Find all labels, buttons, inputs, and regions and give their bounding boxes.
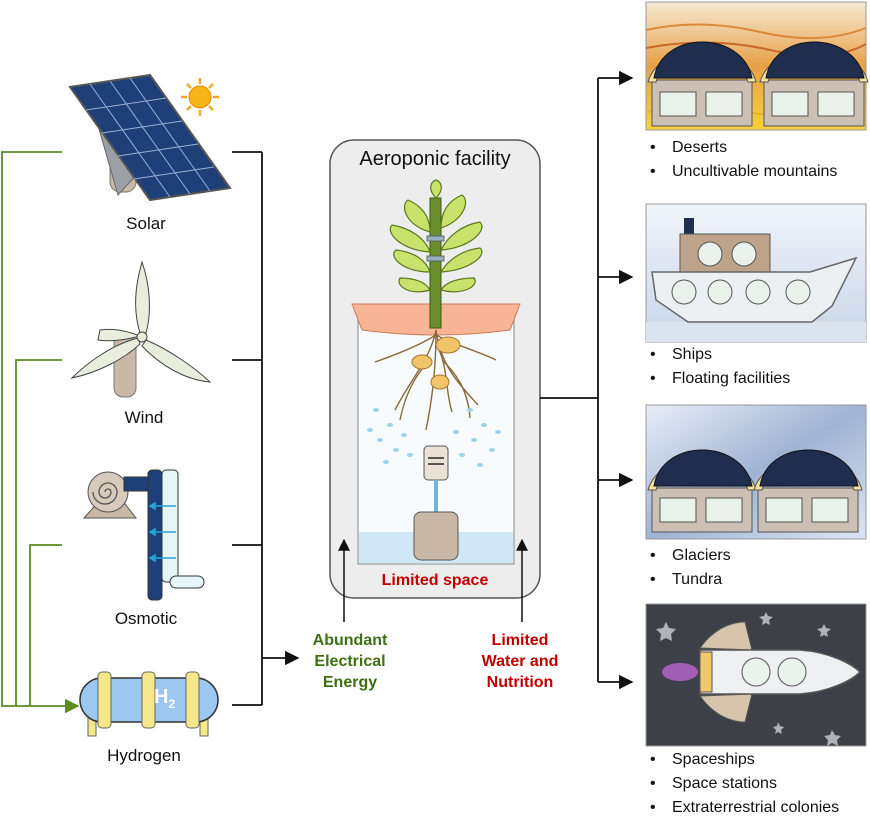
energy-label-line-3: Energy xyxy=(322,674,378,691)
hydrogen-tank-icon xyxy=(79,671,219,737)
solar-panel-icon xyxy=(68,73,232,202)
hydrogen-symbol: H2 xyxy=(154,686,175,711)
spaceship-icon xyxy=(645,603,867,747)
water-label-line-1: Limited xyxy=(491,632,549,649)
sun-icon xyxy=(181,78,219,116)
wind-turbine-icon xyxy=(70,260,212,398)
destination-item: Tundra xyxy=(650,568,731,592)
nozzle-pump-icon xyxy=(413,445,459,561)
energy-label-line-2: Electrical xyxy=(314,653,386,670)
destination-list-desert: Deserts Uncultivable mountains xyxy=(648,136,837,184)
hydrogen-symbol-main: H xyxy=(154,686,169,708)
energy-input-label: Abundant Electrical Energy xyxy=(290,630,410,693)
osmotic-unit-icon xyxy=(82,469,205,601)
destination-list-ship: Ships Floating facilities xyxy=(648,343,790,391)
destination-item: Uncultivable mountains xyxy=(650,160,837,184)
water-input-label: Limited Water and Nutrition xyxy=(460,630,580,693)
water-label-line-3: Nutrition xyxy=(486,674,554,691)
source-label-osmotic: Osmotic xyxy=(114,609,178,628)
desert-greenhouse-icon xyxy=(645,1,869,131)
ship-icon xyxy=(645,203,867,343)
water-label-line-2: Water and xyxy=(481,653,559,670)
source-label-solar: Solar xyxy=(126,214,166,233)
hydrogen-symbol-sub: 2 xyxy=(168,697,176,711)
source-connector-lines xyxy=(232,151,300,706)
destination-list-space: Spaceships Space stations Extraterrestri… xyxy=(648,748,839,820)
destination-item: Floating facilities xyxy=(650,367,790,391)
destination-item: Space stations xyxy=(650,772,839,796)
plant-icon xyxy=(389,179,483,329)
glacier-greenhouse-icon xyxy=(645,404,867,540)
source-label-hydrogen: Hydrogen xyxy=(107,746,181,765)
facility-title: Aeroponic facility xyxy=(359,148,511,170)
mist-droplets xyxy=(367,408,501,467)
destination-item: Ships xyxy=(650,343,790,367)
destination-item: Spaceships xyxy=(650,748,839,772)
hydrogen-feed-lines xyxy=(1,151,80,714)
destination-item: Deserts xyxy=(650,136,837,160)
tuber-icons xyxy=(411,336,461,390)
source-label-wind: Wind xyxy=(124,408,164,427)
destination-list-glacier: Glaciers Tundra xyxy=(648,544,731,592)
destination-item: Glaciers xyxy=(650,544,731,568)
facility-constraint: Limited space xyxy=(381,572,489,589)
destination-item: Extraterrestrial colonies xyxy=(650,796,839,820)
energy-label-line-1: Abundant xyxy=(312,632,388,649)
destination-connector-lines xyxy=(540,70,634,690)
